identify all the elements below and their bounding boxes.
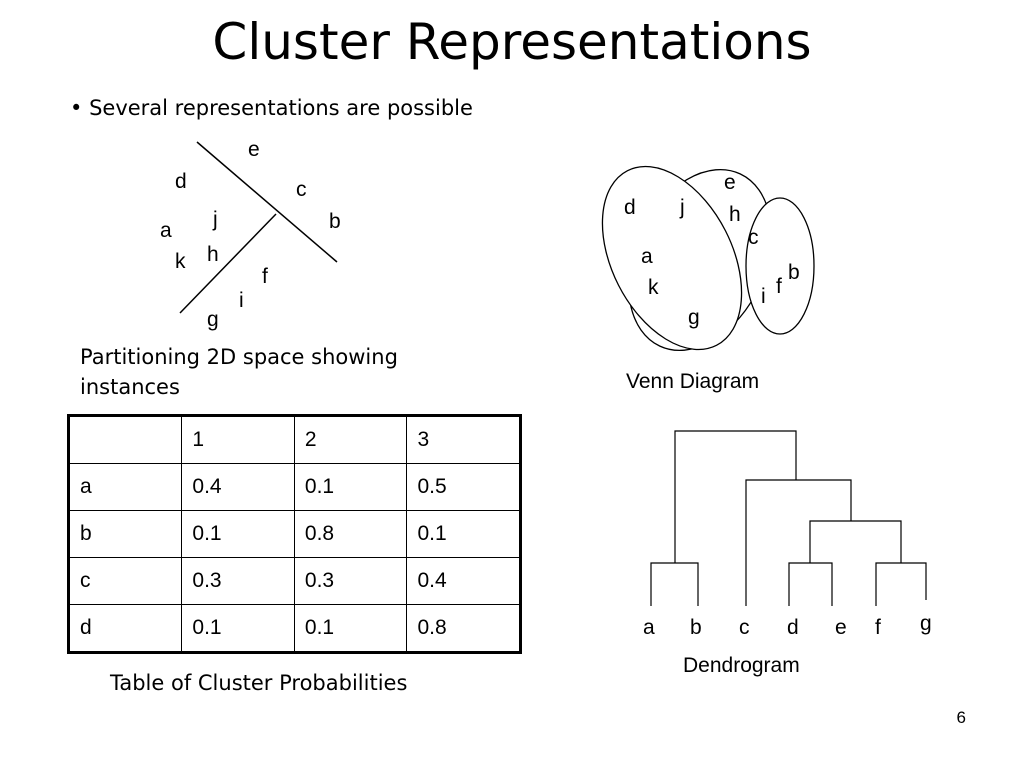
dendro-leaf-d: d [787, 616, 799, 639]
table-cell: 0.1 [181, 510, 295, 558]
page-number: 6 [956, 708, 966, 727]
table-row: a 0.4 0.1 0.5 [67, 463, 521, 511]
table-cell: 0.8 [406, 604, 521, 653]
dendrogram-leaves: a b c d e f g [643, 612, 932, 639]
venn-labels: e d j h c a b f k i g [624, 171, 800, 329]
partition-label-b: b [329, 210, 341, 233]
slide-title: Cluster Representations [212, 13, 812, 71]
table-cell: 0.3 [181, 557, 295, 605]
partition-label-j: j [212, 208, 218, 231]
table-header-cell: 1 [181, 415, 295, 464]
table-caption: Table of Cluster Probabilities [110, 671, 408, 695]
table-cell: 0.1 [181, 604, 295, 653]
table-cell: 0.1 [293, 604, 408, 653]
venn-label-k: k [648, 276, 659, 299]
table-cell: 0.8 [293, 510, 408, 558]
venn-label-g: g [688, 306, 700, 329]
partition-diagram: e d c b j a h k f i g [160, 138, 341, 331]
table-cell: c [67, 557, 183, 605]
table-row: c 0.3 0.3 0.4 [67, 557, 521, 605]
partition-label-a: a [160, 219, 172, 242]
table-cell: d [67, 604, 183, 653]
table-row: d 0.1 0.1 0.8 [67, 604, 521, 653]
dendro-leaf-e: e [835, 616, 847, 639]
dendro-merge-root [674, 430, 797, 563]
venn-label-b: b [788, 261, 800, 284]
table-row: b 0.1 0.8 0.1 [67, 510, 521, 558]
dendro-leaf-b: b [690, 616, 702, 639]
venn-caption: Venn Diagram [626, 370, 760, 393]
bullet-text: Several representations are possible [89, 96, 473, 120]
table-cell: 0.4 [181, 463, 295, 511]
partition-label-g: g [207, 308, 219, 331]
table-cell: 0.5 [406, 463, 521, 511]
partition-line-1 [196, 141, 338, 263]
partition-label-d: d [175, 170, 187, 193]
dendrogram-tree [650, 430, 927, 606]
dendro-leaf-g: g [920, 612, 932, 635]
dendro-leaf-c: c [739, 616, 750, 639]
venn-label-f: f [776, 275, 782, 298]
table-header-cell: 3 [406, 415, 521, 464]
table-cell: 0.1 [406, 510, 521, 558]
dendro-leaf-a: a [643, 616, 655, 639]
dendrogram-caption: Dendrogram [683, 654, 800, 677]
partition-line-2 [179, 213, 277, 314]
table-header-cell: 2 [293, 415, 408, 464]
venn-ellipse-right [745, 197, 815, 335]
venn-label-j: j [679, 196, 685, 219]
dendro-merge-cdefg [745, 479, 852, 606]
partition-caption: Partitioning 2D space showing instances [80, 345, 398, 399]
partition-label-e: e [248, 138, 260, 161]
partition-label-h: h [207, 243, 219, 266]
venn-diagram [601, 165, 815, 352]
partition-label-f: f [262, 265, 268, 288]
venn-label-c: c [748, 226, 759, 249]
venn-label-d: d [624, 196, 636, 219]
dendro-merge-ab [650, 562, 699, 606]
bullet-point: • Several representations are possible [70, 96, 473, 120]
dendro-merge-defg [809, 520, 902, 563]
venn-label-a: a [641, 245, 653, 268]
table-header-row: 1 2 3 [67, 415, 521, 464]
dendro-merge-fg [875, 562, 927, 606]
dendro-leaf-f: f [875, 616, 881, 639]
venn-label-h: h [729, 203, 741, 226]
table-cell: 0.4 [406, 557, 521, 605]
venn-label-e: e [724, 171, 736, 194]
table-cell: 0.3 [293, 557, 408, 605]
partition-label-k: k [175, 250, 186, 273]
table-cell: a [67, 463, 183, 511]
table-cell: 0.1 [293, 463, 408, 511]
table-header-cell [67, 415, 183, 464]
venn-label-i: i [761, 285, 766, 308]
dendro-merge-de [788, 562, 833, 606]
table-cell: b [67, 510, 183, 558]
venn-ellipse-left [601, 165, 743, 351]
cluster-probability-table: 1 2 3 a 0.4 0.1 0.5 b 0.1 0.8 0.1 c 0.3 … [67, 414, 522, 654]
partition-label-c: c [296, 178, 307, 201]
partition-label-i: i [239, 289, 244, 312]
